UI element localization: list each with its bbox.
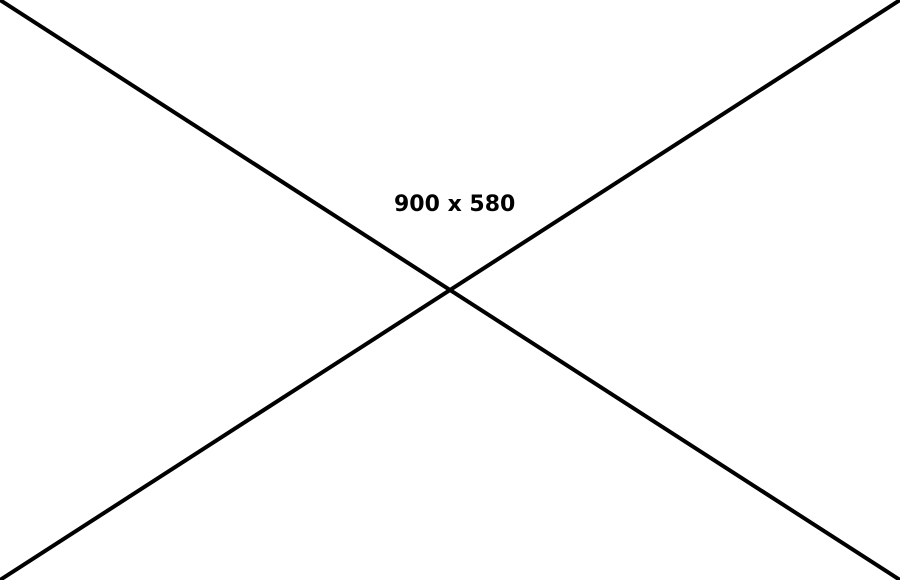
dimensions-label: 900 x 580 xyxy=(394,192,516,217)
